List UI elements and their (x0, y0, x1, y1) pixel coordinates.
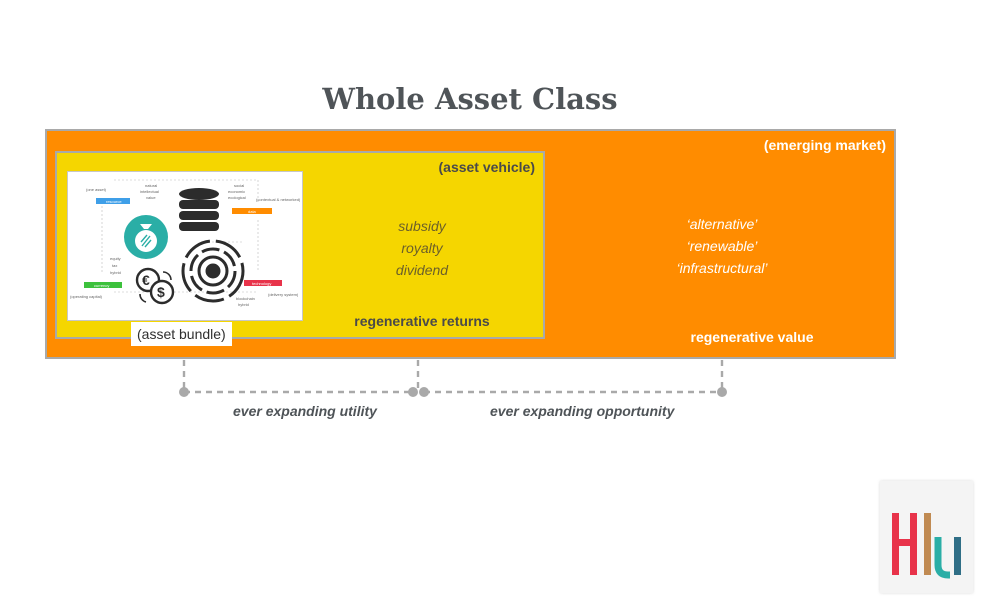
logo (880, 481, 973, 593)
opportunity-annotation: ever expanding opportunity (490, 403, 674, 419)
label-equity: equity (110, 256, 121, 261)
label-one-asset: (one asset) (86, 187, 107, 192)
label-hybrid: hybrid (110, 270, 121, 275)
currency-exchange-icon: € $ (137, 269, 173, 303)
asset-vehicle-label: (asset vehicle) (439, 159, 536, 175)
label-contextual: (contextual & networked) (256, 197, 301, 202)
database-icon (179, 188, 219, 231)
opportunity-start-dot (419, 387, 429, 397)
regenerative-returns-label: regenerative returns (347, 313, 497, 329)
value-item: ‘renewable’ (647, 235, 797, 257)
opportunity-end-dot (717, 387, 727, 397)
utility-end-dot (408, 387, 418, 397)
label-resource: resource (106, 199, 122, 204)
asset-bundle-label: (asset bundle) (131, 322, 232, 346)
label-hybrid-2: hybrid (238, 302, 249, 307)
asset-bundle-diagram-graphic: (one asset) resource natural intellectua… (68, 172, 302, 320)
label-economic: economic (228, 189, 245, 194)
emerging-market-label: (emerging market) (764, 137, 886, 153)
label-currency: currency (94, 283, 109, 288)
page-title: Whole Asset Class (0, 82, 940, 116)
label-value: value (146, 195, 156, 200)
value-item: ‘infrastructural’ (647, 257, 797, 279)
label-social: social (234, 183, 244, 188)
asset-vehicle-box: (asset vehicle) (one asset) resource nat… (55, 151, 545, 339)
value-list: ‘alternative’ ‘renewable’ ‘infrastructur… (647, 213, 797, 279)
label-ecological: ecological (228, 195, 246, 200)
return-item: subsidy (367, 215, 477, 237)
return-item: dividend (367, 259, 477, 281)
label-tax: tax (112, 263, 117, 268)
asset-bundle-diagram: (one asset) resource natural intellectua… (67, 171, 303, 321)
label-delivery-system: (delivery system) (268, 292, 299, 297)
label-operating-capital: (operating capital) (70, 294, 103, 299)
label-blockchain: blockchain (236, 296, 255, 301)
label-intellectual: intellectual (140, 189, 159, 194)
value-item: ‘alternative’ (647, 213, 797, 235)
svg-text:€: € (142, 272, 150, 288)
utility-start-dot (179, 387, 189, 397)
label-technology: technology (252, 281, 271, 286)
label-data: data (248, 209, 257, 214)
svg-text:$: $ (157, 284, 165, 300)
returns-list: subsidy royalty dividend (367, 215, 477, 281)
regenerative-value-label: regenerative value (647, 329, 857, 345)
money-bag-icon (124, 215, 168, 259)
return-item: royalty (367, 237, 477, 259)
label-natural: natural (145, 183, 157, 188)
logo-graphic (880, 481, 973, 593)
utility-annotation: ever expanding utility (233, 403, 377, 419)
